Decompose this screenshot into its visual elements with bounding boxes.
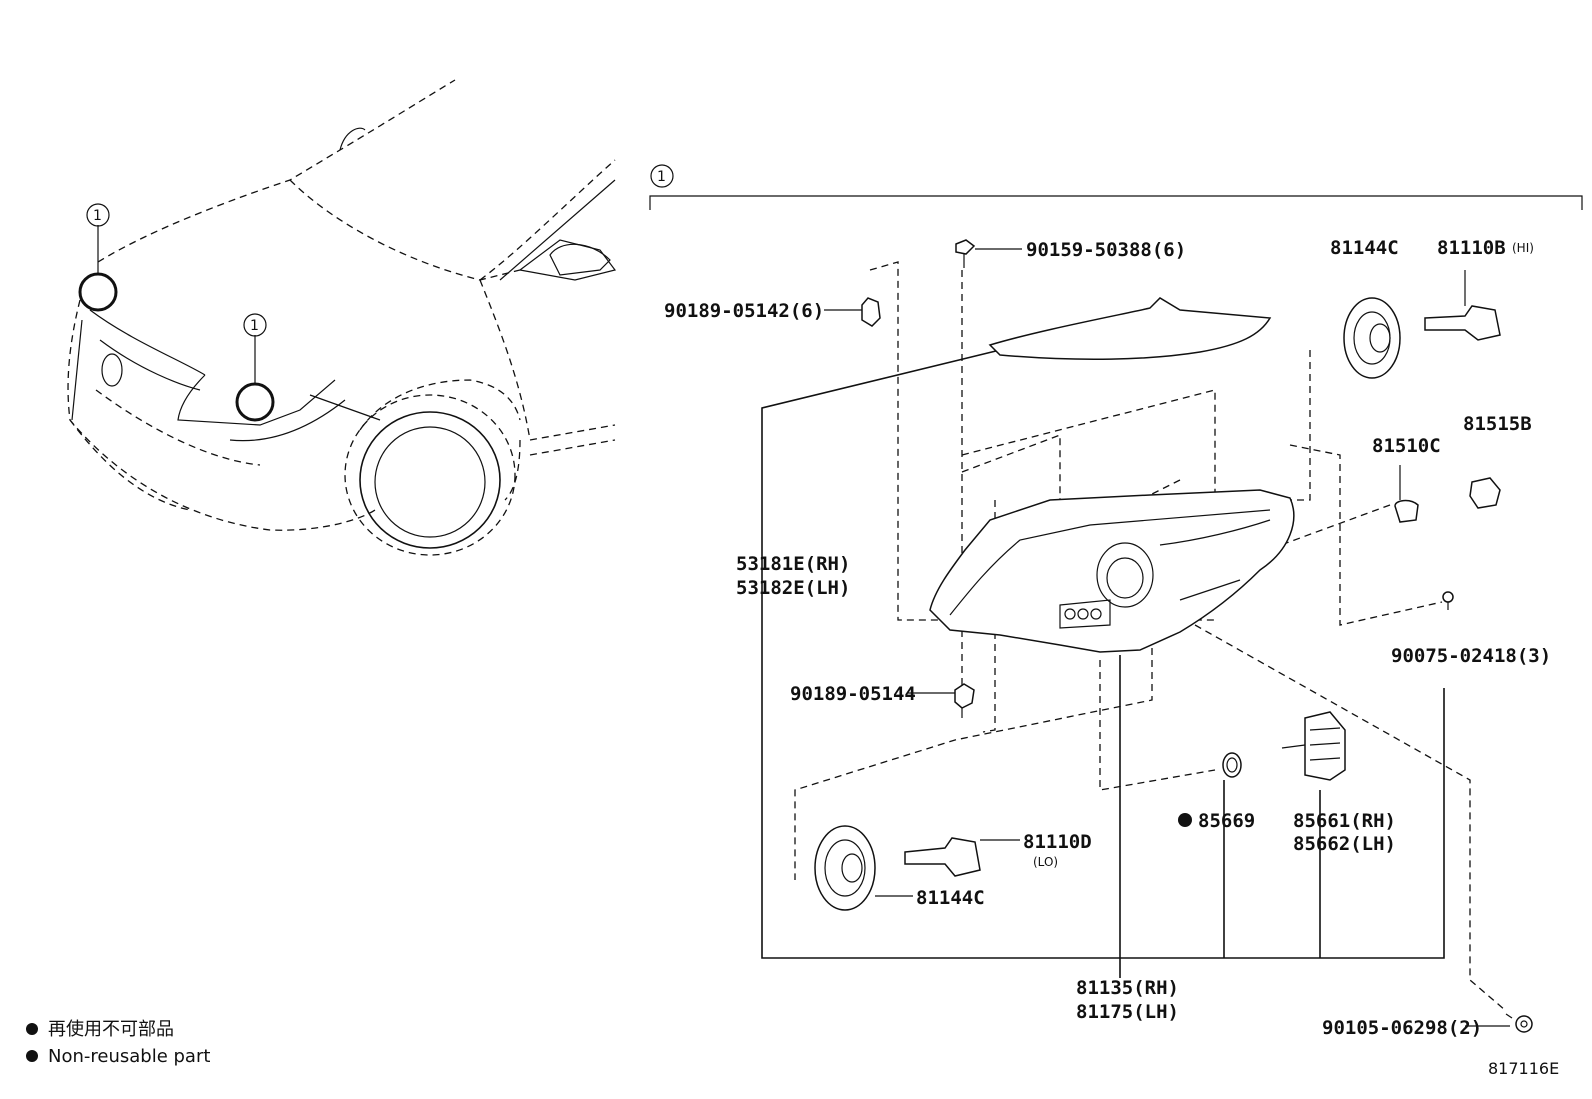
parts [814, 239, 1533, 1033]
label-90075-02418: 90075-02418(3) [1391, 645, 1551, 667]
bulb-81510c [1394, 499, 1419, 523]
label-81510c: 81510C [1372, 435, 1441, 457]
label-90105-06298: 90105-06298(2) [1322, 1017, 1482, 1039]
label-81135: 81135(RH) [1076, 977, 1179, 999]
bulb-81110b [1424, 270, 1501, 341]
diagram-reference: 817116E [1488, 1059, 1559, 1078]
headlamp-trim-cover [988, 297, 1272, 361]
screw-90159 [955, 239, 976, 268]
socket-cover-81144c-top [1343, 297, 1401, 379]
screw-90075 [1442, 591, 1454, 610]
legend-dot [26, 1050, 38, 1062]
callout-number: 1 [250, 318, 259, 334]
o-ring-85669 [1222, 752, 1242, 778]
legend: 再使用不可部品 Non-reusable part [26, 1019, 210, 1067]
label-90159-50388: 90159-50388(6) [1026, 239, 1186, 261]
socket-81515b [1469, 477, 1501, 509]
label-81110d-note: (LO) [1033, 855, 1058, 869]
label-90189-05144: 90189-05144 [790, 683, 916, 705]
label-53181e: 53181E(RH) [736, 553, 850, 575]
part-labels: 90159-50388(6) 90189-05142(6) 81144C 811… [664, 237, 1551, 1039]
label-81144c-top: 81144C [1330, 237, 1399, 259]
legend-dot [26, 1023, 38, 1035]
legend-japanese: 再使用不可部品 [48, 1019, 174, 1040]
callout-number: 1 [657, 169, 666, 185]
headlight-highlight-left [78, 272, 118, 312]
bulb-81110d [904, 837, 981, 877]
clip-90189-05142 [861, 297, 881, 327]
label-85661: 85661(RH) [1293, 810, 1396, 832]
label-81175: 81175(LH) [1076, 1001, 1179, 1023]
label-85669: 85669 [1198, 810, 1255, 832]
label-81515b: 81515B [1463, 413, 1532, 435]
label-81110b: 81110B [1437, 237, 1506, 259]
non-reusable-marker [1178, 813, 1192, 827]
socket-cover-81144c-bottom [814, 825, 876, 911]
legend-english: Non-reusable part [48, 1046, 210, 1067]
vehicle-front-sketch: 1 1 [67, 79, 617, 556]
label-81110b-note: (HI) [1512, 241, 1534, 255]
screw-90105 [1505, 1013, 1533, 1033]
label-85662: 85662(LH) [1293, 833, 1396, 855]
label-81144c-bottom: 81144C [916, 887, 985, 909]
label-90189-05142: 90189-05142(6) [664, 300, 824, 322]
label-81110d: 81110D [1023, 831, 1092, 853]
headlamp-assembly [929, 489, 1295, 653]
clip-90189-05144 [954, 683, 975, 718]
callout-number: 1 [93, 208, 102, 224]
assembly-bracket: 1 [649, 164, 1583, 210]
leveling-actuator-85661 [1281, 711, 1346, 781]
headlight-highlight-right [235, 382, 275, 422]
label-53182e: 53182E(LH) [736, 577, 850, 599]
